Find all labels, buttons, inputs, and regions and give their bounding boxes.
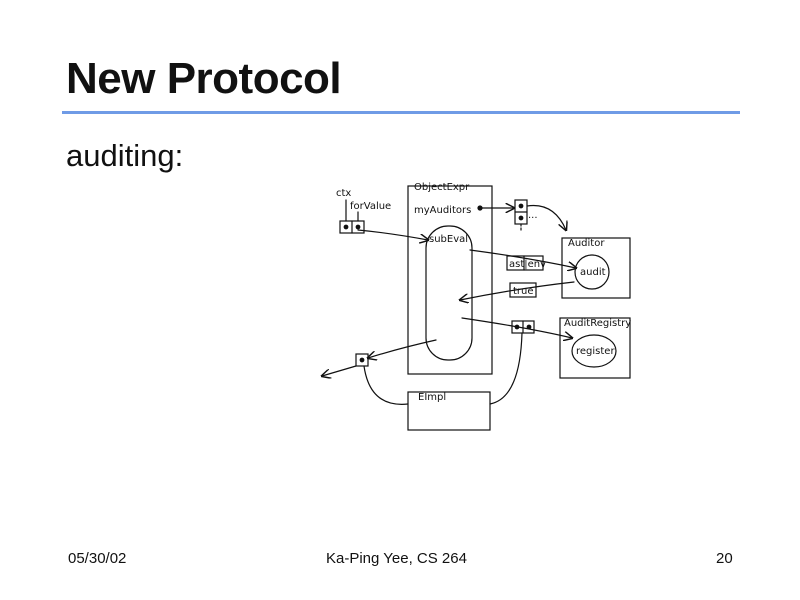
label-myauditors: myAuditors: [414, 205, 471, 216]
audit-circle: [574, 254, 610, 290]
ast-env-box: [506, 255, 544, 271]
label-register: register: [576, 346, 615, 357]
arrow-list-to-auditor: [526, 204, 566, 231]
label-ast-env: ast|env: [509, 259, 546, 270]
bullet-text: auditing:: [66, 138, 184, 173]
eimpl-box: [407, 391, 491, 431]
curve-eimpl-to-registry: [489, 332, 523, 405]
label-eimpl: EImpl: [418, 392, 446, 403]
label-objectexpr: ObjectExpr: [414, 182, 470, 193]
true-box: [509, 282, 537, 298]
title-underline: [62, 111, 740, 114]
label-auditregistry: AuditRegistry: [564, 318, 631, 329]
arrow-audit-returns-true: [460, 281, 575, 300]
label-audit: audit: [580, 267, 606, 278]
ctx-forvalue-pair: [339, 199, 365, 234]
arrow-subeval-to-register: [461, 317, 572, 338]
result-pair: [355, 353, 369, 367]
footer-page-number: 20: [716, 550, 733, 567]
auditor-list: [514, 199, 528, 233]
label-auditor: Auditor: [568, 238, 605, 249]
label-true: true: [513, 286, 534, 297]
label-ellipsis: ...: [528, 210, 538, 221]
slide-title: New Protocol: [66, 54, 342, 103]
arrow-subeval-to-result: [368, 339, 437, 358]
footer-author: Ka-Ping Yee, CS 264: [326, 550, 467, 567]
auditor-box: [561, 237, 631, 299]
subeval-box: [425, 225, 473, 361]
footer-date: 05/30/02: [68, 550, 127, 567]
audit-registry-box: [559, 317, 631, 379]
arrow-subeval-to-audit: [469, 249, 576, 268]
label-ctx: ctx: [336, 188, 351, 199]
register-circle: [571, 334, 617, 368]
auditing-diagram: ctx forValue ObjectExpr myAuditors subEv…: [310, 182, 631, 431]
label-forvalue: forValue: [350, 201, 391, 212]
arrow-result-out: [322, 365, 357, 376]
arrow-forvalue-to-subeval: [357, 229, 428, 240]
object-expr-box: [407, 185, 493, 375]
curve-result-to-eimpl: [363, 365, 409, 405]
label-subeval: subEval: [429, 234, 468, 245]
